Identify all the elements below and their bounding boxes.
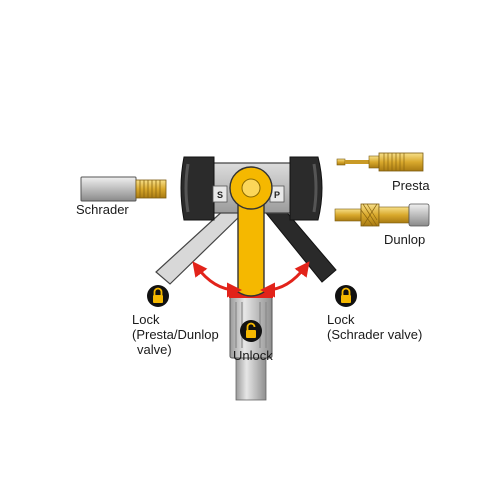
schrader-valve (80, 176, 167, 202)
lock-schrader-sublabel: (Schrader valve) (327, 327, 423, 342)
lock-presta-label: Lock (132, 312, 160, 327)
pump-hose (229, 288, 273, 401)
lever-rotation-arrows (192, 261, 310, 298)
unlock-label: Unlock (233, 348, 273, 363)
padlock-closed-icon (335, 285, 357, 307)
dunlop-label: Dunlop (384, 232, 426, 247)
lever-unlock-position (229, 166, 273, 297)
presta-label: Presta (392, 178, 430, 193)
lock-schrader-label: Lock (327, 312, 355, 327)
dunlop-valve (334, 203, 430, 227)
head-mark-p: P (274, 190, 280, 200)
lock-presta-sublabel: (Presta/Dunlop (132, 327, 219, 342)
padlock-open-icon (240, 320, 262, 342)
head-mark-s: S (217, 190, 223, 200)
padlock-closed-icon (147, 285, 169, 307)
presta-valve (336, 152, 424, 172)
schrader-label: Schrader (76, 202, 129, 217)
lock-presta-sublabel-2: valve) (137, 342, 172, 357)
